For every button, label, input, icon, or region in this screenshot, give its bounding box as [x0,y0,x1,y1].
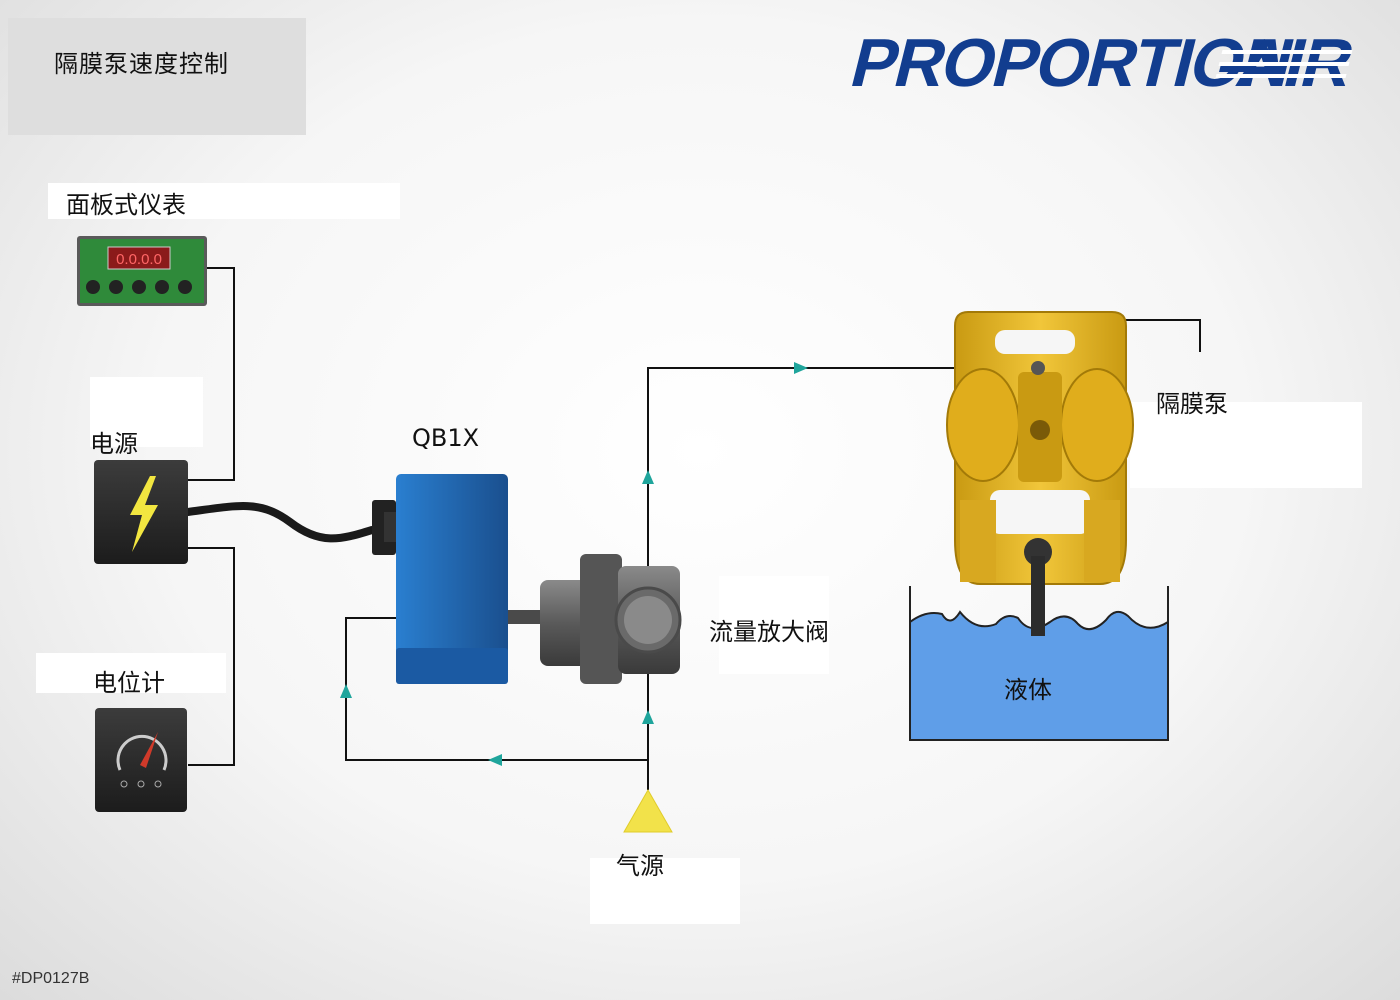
power-label-bg [90,377,203,447]
flow-booster-valve [540,554,682,684]
air-pipes [345,319,1201,790]
flow-arrows [340,362,808,766]
air-source-label: 气源 [616,852,664,880]
qb1x-device [372,474,544,684]
suction-pipe [1031,556,1045,636]
power-label: 电源 [90,430,138,458]
arrow-up-pump [642,470,654,484]
diaphragm-pump-label: 隔膜泵 [1156,390,1228,418]
dial-needle [140,732,158,768]
liquid-tank [909,556,1169,741]
proportion-air-logo: PROPORTION AIR [844,28,1361,94]
page-title: 隔膜泵速度控制 [54,50,229,78]
panel-meter-label-bg [48,183,400,219]
air-source-icon [623,788,673,833]
power-supply [94,460,188,564]
potentiometer-device [95,708,187,812]
arrow-left-pilot [488,754,502,766]
potentiometer-wire [188,547,235,766]
title-panel [8,18,306,135]
power-cable [184,502,376,543]
flow-booster-label-bg [719,576,829,674]
lightning-icon [130,476,158,552]
arrow-up-booster [642,710,654,724]
meter-display: 0.0.0.0 [116,251,162,268]
pump-exhaust-pipe [1100,319,1201,352]
logo-text-main: PROPORTION [844,28,1300,94]
pump-supply-pipe [647,367,1038,568]
logo-text-secondary: AIR [1230,28,1361,94]
document-code: #DP0127B [12,970,90,987]
potentiometer-label-bg [36,653,226,693]
arrow-right-pump [794,362,808,374]
pump-label-bg [1130,402,1362,488]
air-source-label-bg [590,858,740,924]
panel-meter [77,236,207,306]
qb1x-label: QB1X [412,424,480,452]
meter-wire [188,267,235,481]
potentiometer-label: 电位计 [93,669,165,697]
liquid-label: 液体 [1004,676,1052,704]
diaphragm-pump [946,311,1134,585]
flow-booster-label: 流量放大阀 [709,618,829,646]
dial-icon [116,734,168,771]
panel-meter-label: 面板式仪表 [66,191,186,219]
pilot-supply-pipe [345,617,649,790]
arrow-up-pilot [340,684,352,698]
signal-wires [188,267,235,766]
